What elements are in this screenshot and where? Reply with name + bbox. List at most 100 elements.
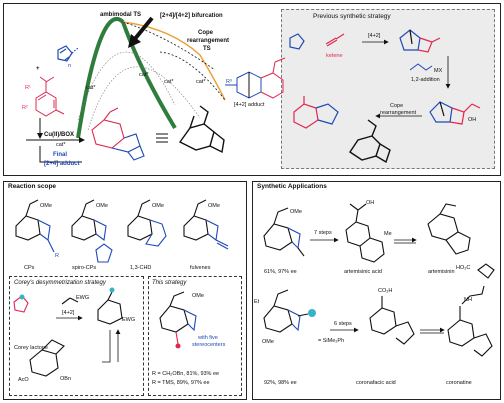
app-row1-artemisinin [427, 203, 471, 255]
scope-ome-1: OMe [40, 203, 52, 209]
app-row2-et: Et [254, 299, 260, 305]
reaction-scope-title: Reaction scope [8, 183, 57, 190]
app-row1-ome: OMe [290, 209, 302, 215]
prev-bicycle2 [429, 101, 481, 125]
app-row2-nh: NH [464, 297, 472, 303]
app-row1-intermediate: artemisinic acid [344, 269, 382, 275]
n-label: n [68, 63, 72, 69]
this-strategy-note-2: stereocenters [192, 342, 226, 348]
corey-lactone-label: Corey lactone [14, 345, 48, 351]
app-row1-target: artemisinin [428, 269, 455, 275]
diene-structure [57, 45, 79, 62]
scope-ome-4: OMe [208, 203, 220, 209]
scope-structure-cps [15, 199, 55, 253]
app-row2-ome: OMe [262, 339, 274, 345]
cope-ts-line3: TS [203, 46, 211, 52]
cat-label-2: cat* [164, 79, 174, 85]
prev-cp [289, 33, 305, 50]
scope-ome-2: OMe [96, 203, 108, 209]
pyrone-structure [35, 76, 65, 117]
catalyst-label: Cu(II)/BOX [44, 132, 74, 138]
corey-step-label: [4+2] [62, 310, 75, 316]
previous-strategy-title: Previous synthetic strategy [313, 13, 391, 20]
corey-ewg-label: EWG [76, 295, 90, 301]
corey-product-ewg: EWG [122, 317, 136, 323]
prev-step3-line1: Cope [390, 103, 404, 109]
applications-panel [252, 181, 501, 400]
app-row2-co2h: CO₂H [378, 288, 393, 294]
corey-aco-label: AcO [18, 377, 29, 383]
this-strategy-r-line1: R = CH₂OBn, 81%, 93% ee [152, 371, 220, 377]
bifurcation-label: [2+4]/[4+2] bifurcation [160, 13, 223, 19]
scope-label-2: spiro-CPs [72, 265, 97, 271]
prev-bicycle1 [399, 29, 441, 53]
adduct42-label: [4+2] adduct [234, 102, 265, 108]
scope-r-label: R [55, 253, 59, 259]
app-row1-me: Me [384, 231, 392, 237]
prev-reagent-label: MX [434, 68, 443, 74]
scope-structure-chd [127, 199, 167, 247]
app-row1-start [263, 207, 305, 257]
cope-ts-line2: rearrangement [187, 38, 230, 44]
this-strategy-box [148, 276, 242, 396]
final-adduct-structure [91, 107, 145, 161]
adduct42-structure [225, 57, 286, 99]
r2-label: R² [22, 105, 28, 111]
scope-label-1: CPs [24, 265, 35, 271]
equivalent-symbol [156, 133, 168, 143]
app-row2-intermediate: coronafacic acid [356, 380, 396, 386]
app-row2-sphere: = SiMe₂Ph [318, 338, 345, 344]
this-strategy-note-1: with five [198, 335, 218, 341]
scope-structure-spiro [71, 199, 113, 263]
this-strategy-r-line2: R = TMS, 89%, 97% ee [152, 380, 210, 386]
app-row1-artemisinic [345, 203, 385, 263]
cope-ts-line1: Cope [198, 30, 213, 36]
cat-label-3: cat* [196, 79, 206, 85]
prev-oh-label: OH [468, 117, 477, 123]
app-row2-steps: 6 steps [334, 321, 352, 327]
prev-step2-label: 1,2-addition [411, 77, 440, 83]
scope-structure-fulvenes [183, 199, 229, 250]
prev-step1-label: [4+2] [368, 33, 381, 39]
corey-obn-label: OBn [60, 376, 72, 382]
r3-label: R³ [226, 79, 232, 85]
prev-product [293, 96, 339, 129]
scope-ome-3: OMe [152, 203, 164, 209]
ketene-label: ketene [326, 53, 343, 59]
prev-step3-line2: rearrangement [380, 110, 417, 116]
plus-sign: + [36, 66, 40, 72]
app-row2-ho2c: HO₂C [456, 265, 471, 271]
app-row2-coronafacic [369, 296, 415, 345]
corey-strategy-box [9, 276, 144, 396]
cat-label-1: cat* [139, 72, 149, 78]
prev-ketene [325, 33, 345, 47]
final-label-1: Final [53, 152, 68, 158]
final-label-2: [2+4] adduct [44, 161, 80, 167]
this-strategy-structure [159, 291, 197, 349]
app-row1-steps: 7 steps [314, 230, 332, 236]
energy-diagram [76, 16, 226, 139]
applications-title: Synthetic Applications [257, 183, 327, 190]
app-row2-coronatine [447, 263, 495, 357]
previous-strategy-box [281, 9, 495, 169]
bicyclic-3d-structure [178, 105, 225, 154]
r1-label: R¹ [25, 85, 31, 91]
ambimodal-ts-label: ambimodal TS [100, 12, 142, 18]
this-strategy-ome: OMe [192, 293, 204, 299]
scope-label-4: fulvenes [190, 265, 211, 271]
cat-label-4: cat* [86, 85, 96, 91]
catalyst-sub-label: cat* [56, 142, 66, 148]
app-row2-target: coronatine [446, 380, 472, 386]
corey-title: Corey's desymmetrization strategy [14, 280, 106, 286]
app-row1-oh: OH [366, 200, 375, 206]
this-strategy-title: This strategy [152, 280, 187, 286]
app-row2-yield: 92%, 98% ee [264, 380, 297, 386]
app-row2-start [263, 289, 316, 333]
scope-label-3: 1,3-CHD [130, 265, 152, 271]
app-row1-yield: 61%, 97% ee [264, 269, 297, 275]
prev-3d [349, 119, 391, 164]
